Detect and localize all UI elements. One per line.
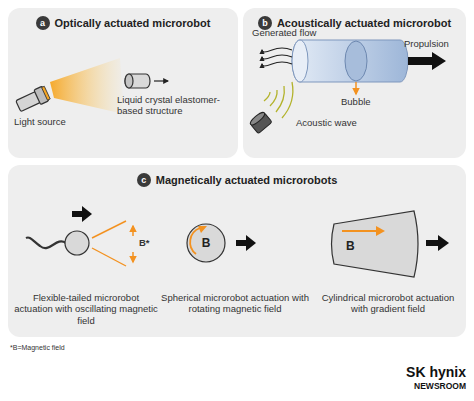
brand-logo: NEWSROOM xyxy=(380,381,466,391)
motion-arrow xyxy=(426,235,449,251)
tailed-sphere xyxy=(65,231,89,255)
transducer-icon xyxy=(249,111,272,134)
acoustic-wave-arcs xyxy=(264,82,293,118)
field-line xyxy=(92,221,126,238)
light-beam xyxy=(50,58,124,114)
rotation-arrow-head xyxy=(198,226,207,233)
acoustic-tube xyxy=(292,40,408,94)
panel-badge: a xyxy=(36,16,50,30)
cylindrical-microrobot: B xyxy=(328,209,422,279)
panel-heading: a Optically actuated microrobot xyxy=(8,16,238,30)
panel-title: Optically actuated microrobot xyxy=(55,17,211,29)
oscillation-arrow xyxy=(132,252,134,262)
caption-text: Spherical microrobot actuation with rota… xyxy=(160,292,310,315)
brand-logo: SK hynix xyxy=(380,364,466,381)
lce-structure xyxy=(125,74,168,88)
panel-title: Magnetically actuated microrobots xyxy=(156,174,338,186)
field-symbol: B xyxy=(202,237,211,249)
panel-letter: a xyxy=(40,19,45,28)
motion-arrow xyxy=(236,235,256,251)
panel-letter: b xyxy=(262,19,268,28)
propulsion-arrow xyxy=(408,52,446,70)
oscillation-arrow xyxy=(132,226,134,236)
caption-text: Flexible-tailed microrobot actuation wit… xyxy=(14,292,158,326)
generated-flow-lines xyxy=(262,48,292,66)
part-label: Propulsion xyxy=(404,38,464,49)
cylinder-outline xyxy=(328,209,422,279)
caption-text: Cylindrical microrobot actuation with gr… xyxy=(314,292,462,315)
field-line xyxy=(92,248,126,266)
part-label: Light source xyxy=(14,116,94,127)
rotation-arrow xyxy=(190,228,200,254)
part-label: Liquid crystal elastomer-based structure xyxy=(117,94,235,117)
panel-optical: a Optically actuated microrobot xyxy=(8,8,238,158)
part-label: Generated flow xyxy=(252,27,332,38)
spherical-microrobot: B xyxy=(186,223,226,263)
panel-letter: c xyxy=(141,176,146,185)
footnote: *B=Magnetic field xyxy=(10,344,150,352)
part-label: Bubble xyxy=(341,96,391,107)
part-label: Acoustic wave xyxy=(296,117,386,128)
motion-arrow xyxy=(72,206,92,222)
field-symbol: B* xyxy=(139,237,161,248)
flexible-tail xyxy=(26,237,66,248)
field-symbol: B xyxy=(346,240,355,252)
panel-heading: c Magnetically actuated microrobots xyxy=(8,173,466,187)
panel-badge: c xyxy=(137,173,151,187)
light-source-icon xyxy=(15,85,51,113)
